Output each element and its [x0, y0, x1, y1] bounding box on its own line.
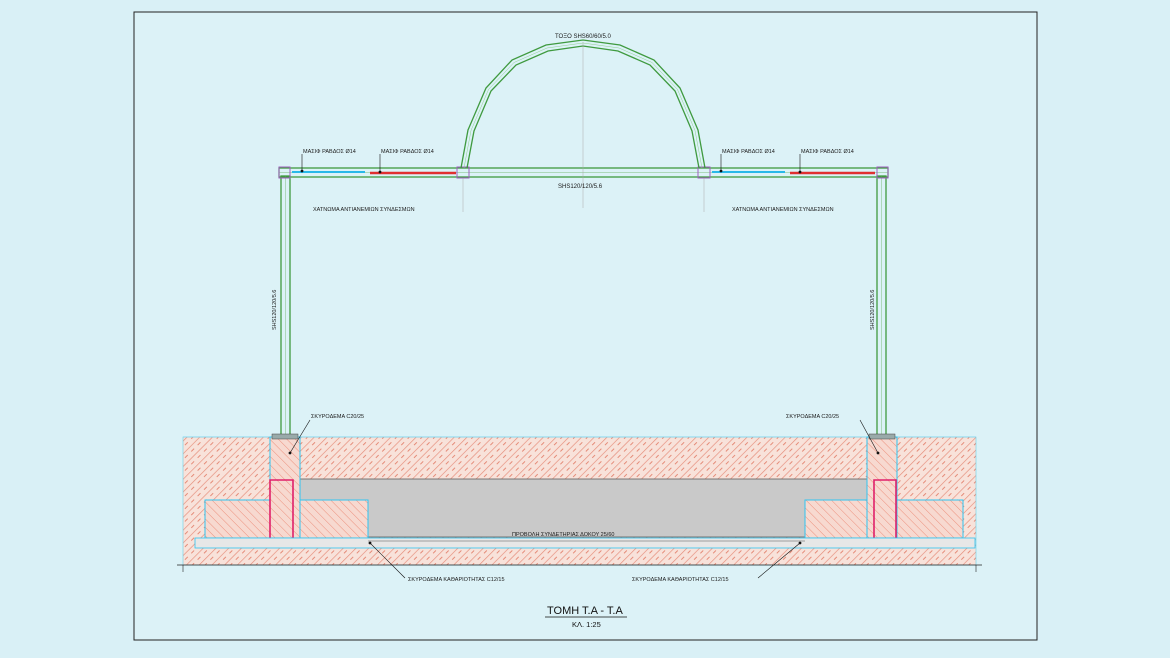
- rebar-right: [873, 479, 897, 538]
- joint-box-1: [278, 166, 291, 179]
- base-plate-left: [271, 433, 299, 440]
- label-concrete-left: ΣΚΥΡΟΔΕΜΑ C20/25: [311, 414, 364, 420]
- label-lean-right: ΣΚΥΡΟΔΕΜΑ ΚΑΘΑΡΙΟΤΗΤΑΣ C12/15: [632, 577, 729, 583]
- rebar-left: [269, 479, 294, 538]
- leaders: [289, 154, 879, 579]
- lean-concrete: [194, 537, 976, 549]
- section-title: ΤΟΜΗ Τ.Α - Τ.Α: [547, 605, 623, 617]
- central-concrete: [299, 478, 868, 538]
- label-rod-1: ΜΑΣΙΦ ΡΑΒΔΟΣ Ø14: [303, 149, 356, 155]
- label-tie-beam: ΠΡΟΒΟΛΗ ΣΥΝΔΕΤΗΡΙΑΣ ΔΟΚΟΥ 25/60: [512, 532, 614, 538]
- label-rod-3: ΜΑΣΙΦ ΡΑΒΔΟΣ Ø14: [722, 149, 775, 155]
- section-scale: ΚΛ. 1:25: [572, 620, 601, 629]
- label-arch-tube: ΤΟΞΟ SHS60/60/5.0: [555, 34, 611, 40]
- joint-box-4: [876, 166, 889, 179]
- label-beam: SHS120/120/5.6: [558, 184, 603, 190]
- steel-structure: [271, 39, 896, 440]
- label-wind-left: ΧΑΤΝΩΜΑ ΑΝΤΙΑΝΕΜΙΩΝ ΣΥΝΔΕΣΜΩΝ: [313, 207, 415, 213]
- label-column-right: SHS120/120/5.6: [870, 290, 876, 330]
- leader-dots: [288, 169, 880, 545]
- base-plate-right: [868, 433, 896, 440]
- arch-outer: [460, 39, 706, 169]
- label-wind-right: ΧΑΤΝΩΜΑ ΑΝΤΙΑΝΕΜΙΩΝ ΣΥΝΔΕΣΜΩΝ: [732, 207, 834, 213]
- label-concrete-right: ΣΚΥΡΟΔΕΜΑ C20/25: [786, 414, 839, 420]
- label-rod-4: ΜΑΣΙΦ ΡΑΒΔΟΣ Ø14: [801, 149, 854, 155]
- label-column-left: SHS120/120/5.6: [272, 290, 278, 330]
- pedestal-right: [866, 436, 898, 539]
- label-lean-left: ΣΚΥΡΟΔΕΜΑ ΚΑΘΑΡΙΟΤΗΤΑΣ C12/15: [408, 577, 505, 583]
- pedestal-left: [269, 436, 301, 539]
- foundation: [177, 436, 982, 572]
- label-rod-2: ΜΑΣΙΦ ΡΑΒΔΟΣ Ø14: [381, 149, 434, 155]
